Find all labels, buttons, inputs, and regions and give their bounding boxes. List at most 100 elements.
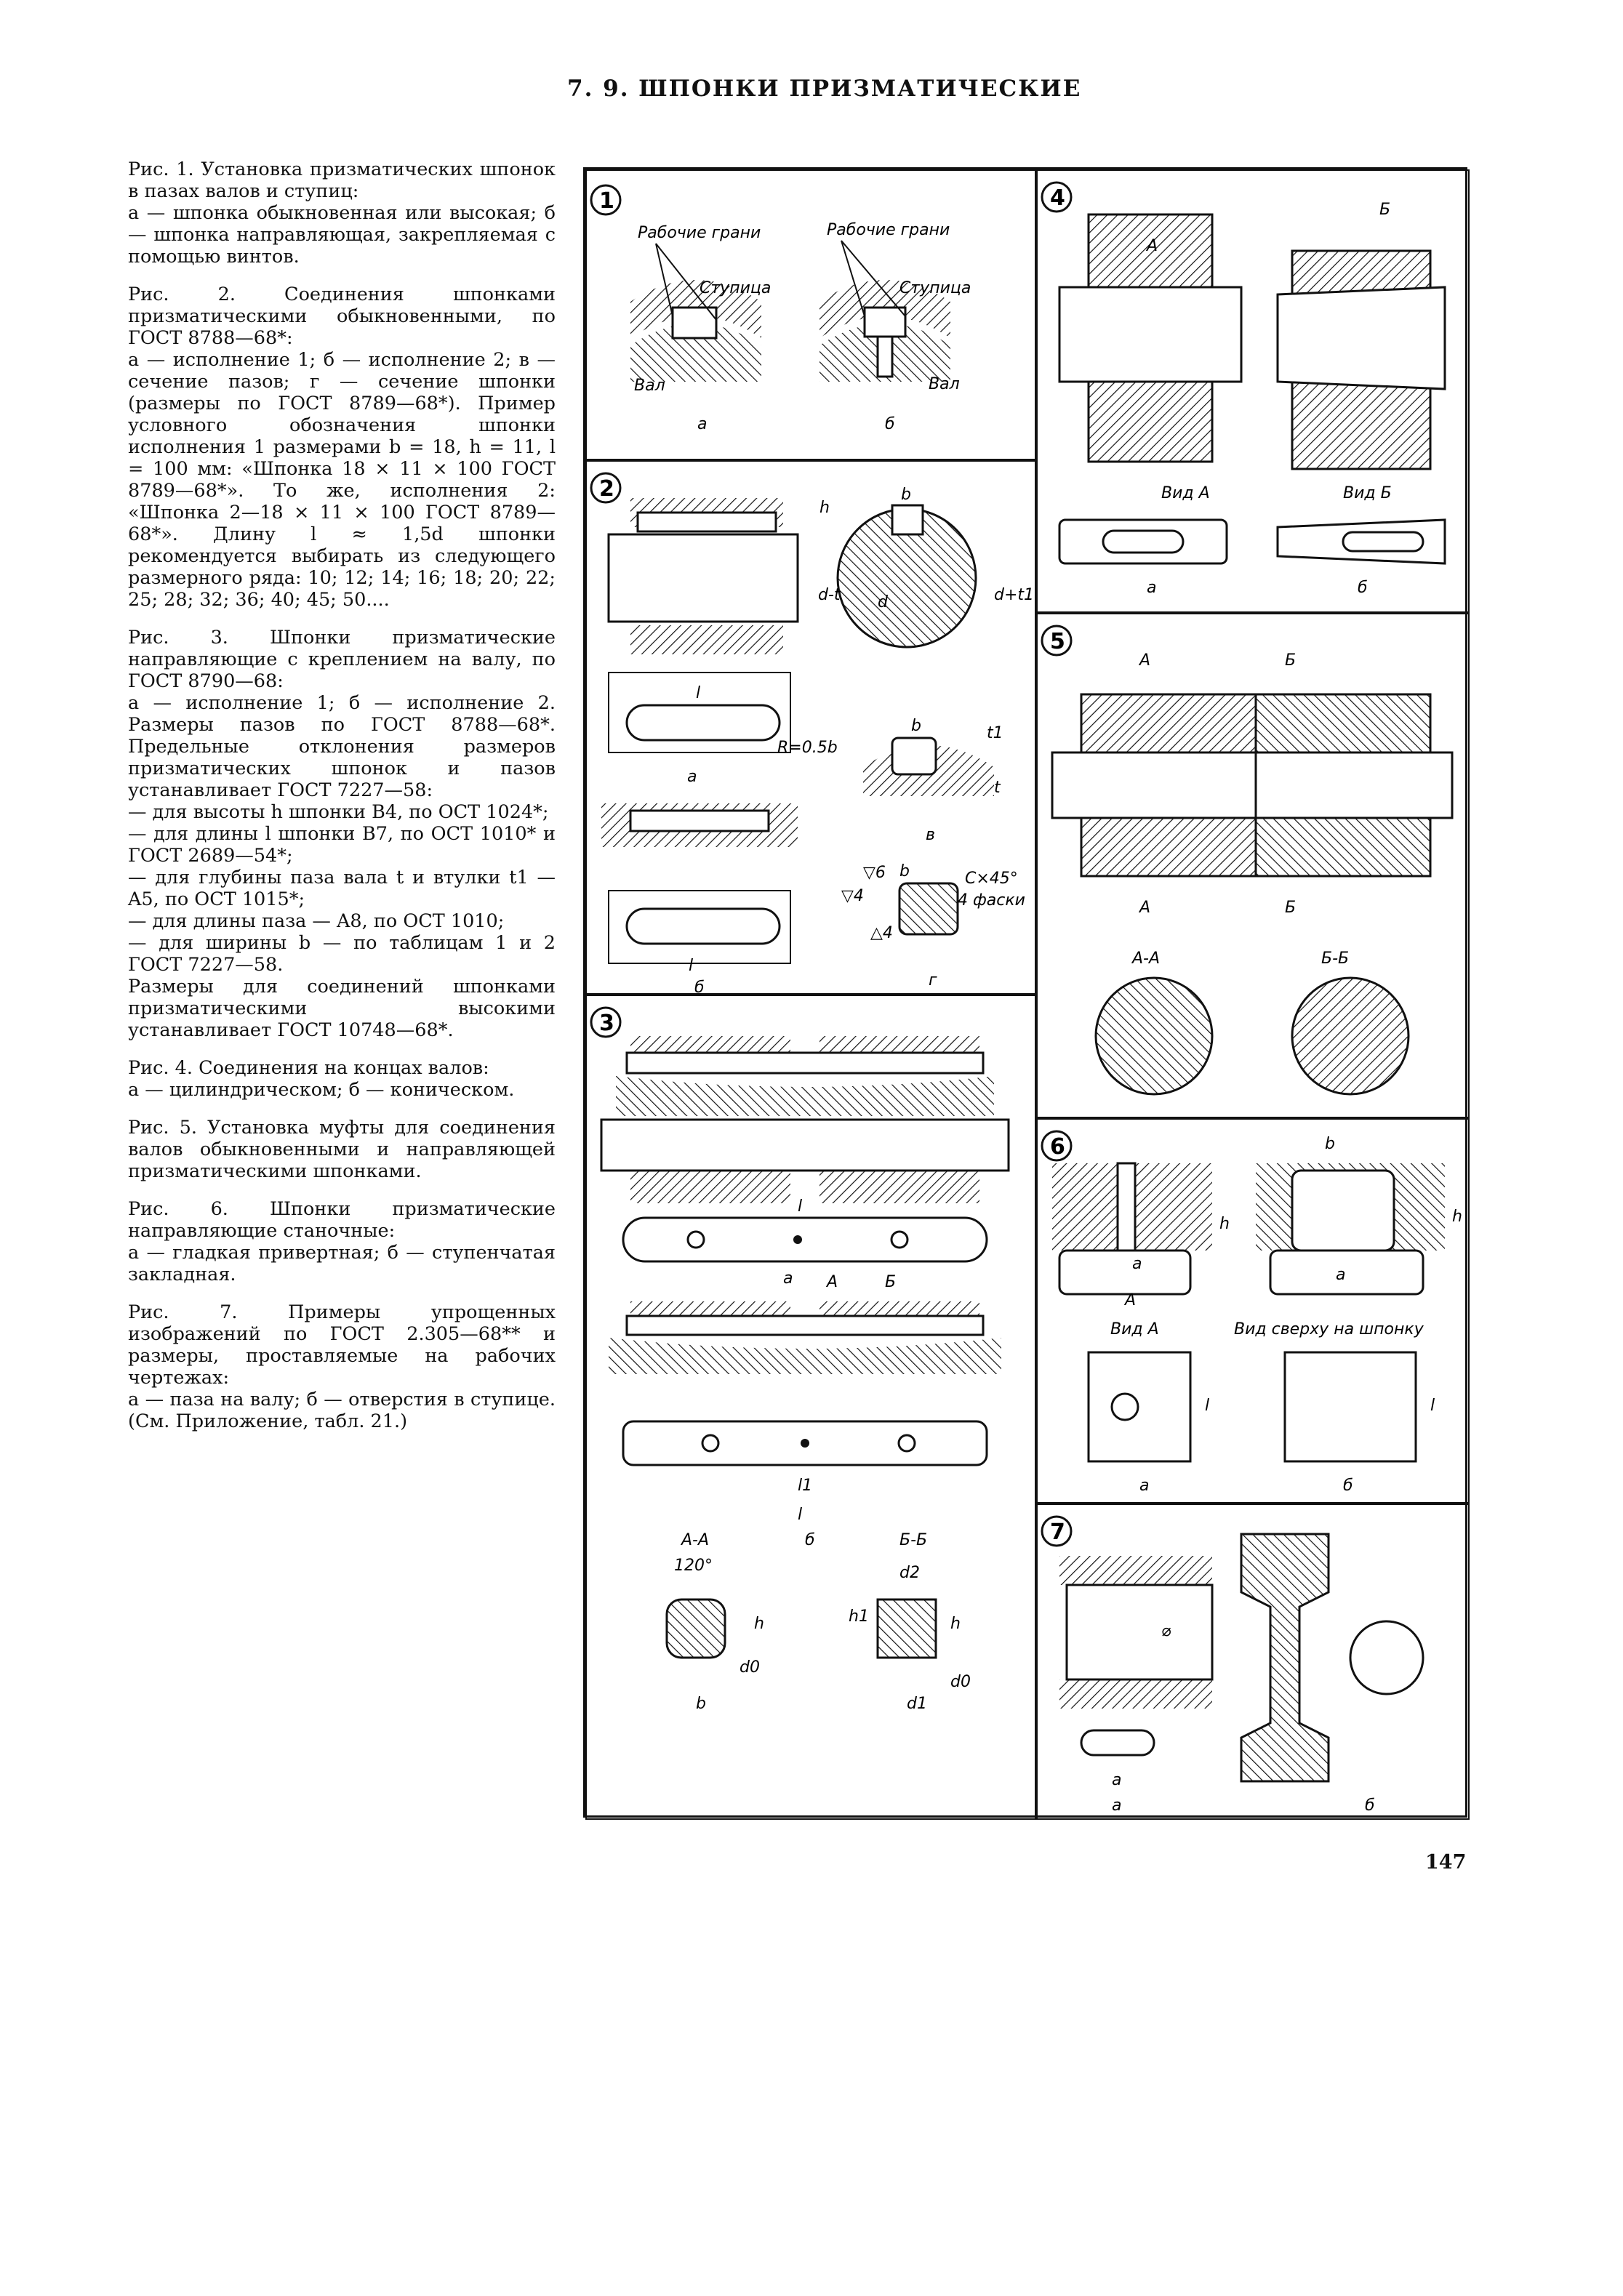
dim-h1: h1 — [849, 1607, 869, 1626]
label-hub-b: Ступица — [899, 279, 971, 297]
view-top — [1283, 1351, 1417, 1463]
section-bb — [876, 1598, 937, 1659]
dim-a: а — [1112, 1771, 1121, 1789]
label-variant-b: б — [885, 415, 895, 433]
label-variant-a: а — [1112, 1797, 1121, 1815]
caption-head: Рис. 4. Соединения на концах валов: — [128, 1057, 489, 1079]
figure-2: 2 h b d d-t d+t1 l а R=0.5b b t1 t в — [585, 460, 1036, 995]
label-variant-b: б — [1358, 579, 1368, 597]
dim-b: b — [696, 1695, 706, 1713]
figure-2-drawing: 2 h b d d-t d+t1 l а R=0.5b b t1 t в — [590, 472, 1034, 995]
dim-b-slot: b — [911, 717, 921, 735]
label-variant-b: б — [694, 979, 705, 995]
figures-frame: 1 Рабочие грани Рабочие грани Ступица Ва… — [583, 167, 1470, 1820]
shaft-b — [1276, 286, 1446, 390]
key-a — [625, 1051, 985, 1075]
label-a-top: А — [1138, 651, 1150, 670]
label-section-aa: А-А — [680, 1531, 709, 1549]
label-shaft-a: Вал — [634, 377, 665, 395]
key-section — [898, 882, 959, 936]
label-variant-g: г — [929, 971, 937, 990]
caption-line: — для длины паза — A8, по ОСТ 1010; — [128, 910, 505, 932]
dim-chamfer: C×45° — [965, 870, 1018, 888]
figure-1-drawing: 1 Рабочие грани Рабочие грани Ступица Ва… — [590, 184, 971, 433]
dim-h-a: h — [1219, 1215, 1230, 1233]
caption-line: — для глубины паза вала t и втулки t1 — … — [128, 867, 556, 910]
key-b — [863, 306, 907, 338]
label-section-a: А — [825, 1273, 838, 1291]
figure-number: 3 — [599, 1011, 614, 1036]
dim-radius: R=0.5b — [777, 739, 838, 757]
key-b — [1291, 1169, 1395, 1252]
key-plan-b — [625, 907, 781, 945]
label-view-b-arrow: Б — [1379, 201, 1390, 219]
diameter-symbol: ⌀ — [1161, 1622, 1171, 1640]
label-view-top: Вид сверху на шпонку — [1234, 1320, 1424, 1338]
key-a — [1058, 1249, 1192, 1296]
label-b-top: Б — [1285, 651, 1296, 670]
key-plan-a — [622, 1216, 988, 1263]
label-hub-a: Ступица — [700, 279, 771, 297]
label-variant-b: б — [805, 1531, 815, 1549]
dim-l-b: l — [1430, 1397, 1435, 1415]
screw-a — [1116, 1162, 1137, 1252]
label-view-b: Вид Б — [1343, 484, 1392, 502]
dim-b-key: b — [899, 862, 910, 880]
figure-number: 5 — [1050, 629, 1065, 654]
dim-h-b: h — [1452, 1208, 1462, 1226]
section-aa — [665, 1598, 726, 1659]
dim-b: b — [1325, 1135, 1335, 1153]
key-plan-b — [622, 1420, 988, 1466]
shaft-side — [607, 533, 799, 623]
shaft-end-b — [1276, 518, 1446, 565]
label-variant-v: в — [926, 826, 935, 844]
page-title: 7. 9. ШПОНКИ ПРИЗМАТИЧЕСКИЕ — [567, 76, 1082, 102]
caption-line: а — шпонка обыкновенная или высокая; б —… — [128, 202, 556, 268]
figure-number: 7 — [1050, 1520, 1065, 1545]
dim-d-plus-t1: d+t1 — [994, 586, 1034, 604]
dim-d-minus-t: d-t — [818, 586, 841, 604]
caption-line: а — исполнение 1; б — исполнение 2; в — … — [128, 349, 556, 611]
caption-head: Рис. 5. Установка муфты для соединения в… — [128, 1117, 556, 1182]
caption-head: Рис. 7. Примеры упрощенных изображений п… — [128, 1301, 556, 1389]
figure-number: 6 — [1050, 1134, 1065, 1160]
caption-line: а — паза на валу; б — отверстия в ступиц… — [128, 1389, 556, 1432]
shaft — [1065, 1583, 1214, 1681]
shaft-end-a — [1058, 518, 1228, 565]
finish-mark-2: △4 — [870, 924, 893, 942]
finish-mark-1: ▽4 — [841, 887, 864, 905]
label-section-aa: А-А — [1131, 950, 1160, 968]
dim-h: h — [819, 499, 830, 517]
figure-7: 7 ⌀ а а б — [1036, 1504, 1470, 1820]
label-working-faces-a: Рабочие грани — [638, 224, 761, 242]
caption-fig3: Рис. 3. Шпонки призматические направляющ… — [128, 627, 556, 1041]
view-a — [1087, 1351, 1192, 1463]
dim-t: t — [994, 779, 1001, 797]
caption-line: а — исполнение 1; б — исполнение 2. Разм… — [128, 692, 556, 801]
figure-4: 4 А Б Вид А Вид Б а б — [1036, 169, 1470, 613]
dim-h-b: h — [950, 1615, 961, 1633]
figure-3-drawing: 3 l а А Б l1 l б А- — [590, 1006, 1010, 1713]
label-shaft-b: Вал — [929, 375, 960, 393]
dim-d0-b: d0 — [950, 1673, 971, 1691]
shaft-a — [1058, 286, 1243, 383]
dim-l: l — [696, 684, 700, 702]
label-variant-a: а — [1139, 1477, 1149, 1495]
figure-1: 1 Рабочие грани Рабочие грани Ступица Ва… — [585, 169, 1036, 460]
dim-d0: d0 — [740, 1658, 760, 1677]
label-variant-b: б — [1365, 1797, 1375, 1815]
caption-head: Рис. 6. Шпонки призматические направляющ… — [128, 1198, 556, 1242]
label-working-faces-b: Рабочие грани — [827, 221, 950, 239]
shaft-left — [1051, 751, 1257, 819]
gear-hub — [1240, 1533, 1330, 1783]
caption-line: — для ширины b — по таблицам 1 и 2 ГОСТ … — [128, 932, 556, 976]
dim-l1: l1 — [798, 1477, 812, 1495]
figure-5-drawing: 5 А Б А Б А-А Б-Б — [1041, 625, 1454, 1096]
figure-7-drawing: 7 ⌀ а а б — [1041, 1515, 1424, 1815]
keyway — [891, 504, 924, 536]
dim-a-a: а — [1132, 1255, 1142, 1273]
caption-fig4: Рис. 4. Соединения на концах валов: а — … — [128, 1057, 556, 1101]
dim-h: h — [754, 1615, 764, 1633]
dim-d2: d2 — [899, 1564, 920, 1582]
figure-number: 2 — [599, 476, 614, 502]
